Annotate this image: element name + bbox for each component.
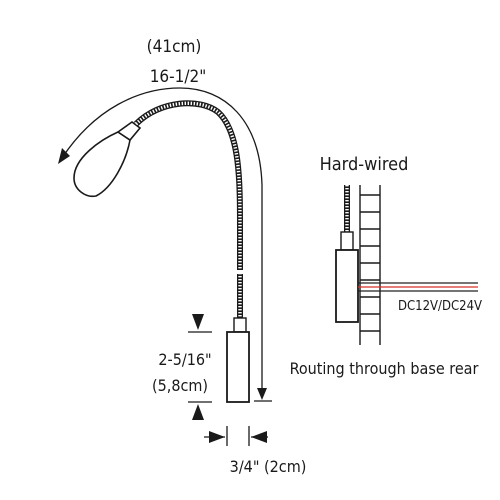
routing-label: Routing through base rear bbox=[290, 359, 479, 378]
hard-wired-title: Hard-wired bbox=[320, 154, 409, 175]
supply-wires bbox=[358, 282, 478, 292]
base-height-dimension bbox=[188, 331, 212, 403]
width-arrow-right bbox=[251, 431, 267, 443]
height-arrow-bottom bbox=[192, 404, 204, 420]
length-arrow-start bbox=[58, 148, 70, 164]
voltage-label: DC12V/DC24V bbox=[398, 299, 482, 314]
gooseneck-arm bbox=[133, 100, 243, 330]
base-height-imperial-label: 2-5/16" bbox=[158, 350, 211, 369]
base-height-metric-label: (5,8cm) bbox=[152, 376, 208, 395]
arm-collar bbox=[233, 317, 247, 333]
length-metric-label: (41cm) bbox=[147, 37, 202, 57]
base-width-label: 3/4" (2cm) bbox=[230, 457, 307, 476]
lamp-base bbox=[226, 331, 250, 403]
wall-section bbox=[359, 185, 381, 345]
height-arrow-top bbox=[192, 314, 204, 330]
length-imperial-label: 16-1/2" bbox=[150, 67, 207, 87]
lamp-head bbox=[73, 121, 142, 198]
arm-break bbox=[236, 270, 244, 274]
inset-collar bbox=[340, 231, 354, 251]
inset-base bbox=[335, 249, 359, 323]
width-arrow-left bbox=[209, 431, 225, 443]
length-arrow-end bbox=[257, 388, 267, 400]
length-dimension-arc bbox=[61, 87, 263, 394]
